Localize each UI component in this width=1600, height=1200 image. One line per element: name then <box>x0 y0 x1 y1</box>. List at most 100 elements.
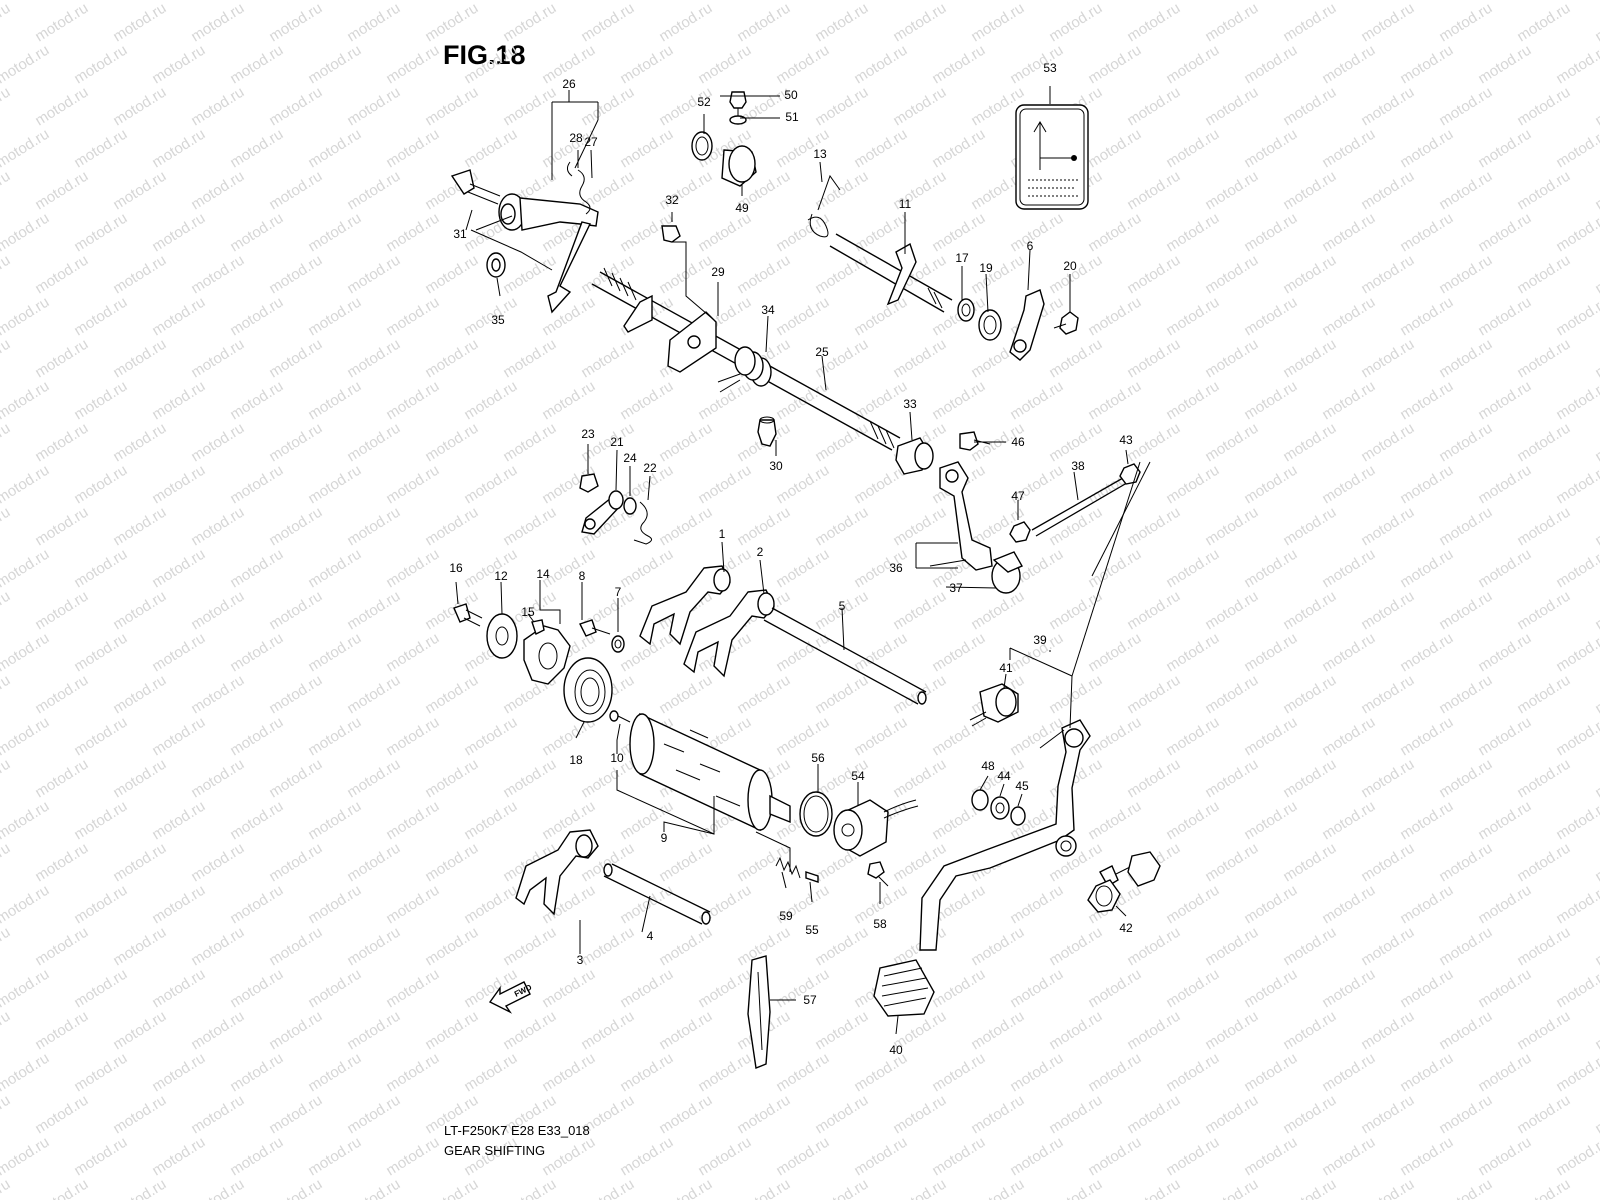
watermark-text: motod.ru <box>1436 504 1495 550</box>
watermark-text: motod.ru <box>149 210 208 256</box>
watermark-text: motod.ru <box>1046 924 1105 970</box>
watermark-text: motod.ru <box>1553 126 1600 172</box>
watermark-text: motod.ru <box>1085 1134 1144 1180</box>
watermark-text: motod.ru <box>1007 42 1066 88</box>
watermark-text: motod.ru <box>1202 504 1261 550</box>
watermark-text: motod.ru <box>1202 756 1261 802</box>
watermark-text: motod.ru <box>1241 546 1300 592</box>
watermark-text: motod.ru <box>1358 1092 1417 1138</box>
watermark-text: motod.ru <box>1592 0 1600 45</box>
callout-52: 52 <box>697 95 711 109</box>
watermark-text: motod.ru <box>1007 882 1066 928</box>
watermark-text: motod.ru <box>422 168 481 214</box>
watermark-text: motod.ru <box>1085 966 1144 1012</box>
watermark-text: motod.ru <box>1319 126 1378 172</box>
watermark-text: motod.ru <box>0 588 13 634</box>
watermark-text: motod.ru <box>422 588 481 634</box>
watermark-text: motod.ru <box>1124 1008 1183 1054</box>
watermark-text: motod.ru <box>227 798 286 844</box>
watermark-text: motod.ru <box>500 84 559 130</box>
watermark-text: motod.ru <box>734 672 793 718</box>
watermark-text: motod.ru <box>1436 0 1495 45</box>
watermark-text: motod.ru <box>110 168 169 214</box>
watermark-text: motod.ru <box>1241 1134 1300 1180</box>
watermark-text: motod.ru <box>227 966 286 1012</box>
watermark-text: motod.ru <box>1319 966 1378 1012</box>
gearshift-cam <box>609 710 791 832</box>
watermark-text: motod.ru <box>1475 378 1534 424</box>
watermark-text: motod.ru <box>344 672 403 718</box>
watermark-text: motod.ru <box>71 1134 130 1180</box>
watermark-text: motod.ru <box>1241 798 1300 844</box>
watermark-text: motod.ru <box>1085 1050 1144 1096</box>
watermark-text: motod.ru <box>71 210 130 256</box>
watermark-text: motod.ru <box>0 1050 52 1096</box>
watermark-text: motod.ru <box>422 84 481 130</box>
watermark-text: motod.ru <box>1514 504 1573 550</box>
watermark-text: motod.ru <box>1046 504 1105 550</box>
watermark-text: motod.ru <box>0 84 13 130</box>
watermark-text: motod.ru <box>578 1008 637 1054</box>
watermark-text: motod.ru <box>383 42 442 88</box>
callout-39: 39 <box>1033 633 1047 647</box>
watermark-text: motod.ru <box>1163 294 1222 340</box>
watermark-text: motod.ru <box>1358 1176 1417 1200</box>
watermark-text: motod.ru <box>110 504 169 550</box>
watermark-text: motod.ru <box>71 126 130 172</box>
watermark-text: motod.ru <box>1241 966 1300 1012</box>
watermark-text: motod.ru <box>32 168 91 214</box>
watermark-text: motod.ru <box>110 336 169 382</box>
watermark-text: motod.ru <box>149 798 208 844</box>
watermark-text: motod.ru <box>32 420 91 466</box>
watermark-text: motod.ru <box>0 252 13 298</box>
watermark-text: motod.ru <box>110 756 169 802</box>
watermark-text: motod.ru <box>929 630 988 676</box>
watermark-text: motod.ru <box>1436 756 1495 802</box>
watermark-text: motod.ru <box>1163 714 1222 760</box>
watermark-text: motod.ru <box>461 1050 520 1096</box>
watermark-text: motod.ru <box>188 1176 247 1200</box>
watermark-text: motod.ru <box>227 714 286 760</box>
watermark-text: motod.ru <box>851 714 910 760</box>
watermark-text: motod.ru <box>1436 924 1495 970</box>
watermark-text: motod.ru <box>344 924 403 970</box>
watermark-text: motod.ru <box>773 210 832 256</box>
watermark-text: motod.ru <box>1085 126 1144 172</box>
watermark-text: motod.ru <box>227 378 286 424</box>
watermark-text: motod.ru <box>1124 168 1183 214</box>
watermark-text: motod.ru <box>1202 924 1261 970</box>
watermark-text: motod.ru <box>149 1134 208 1180</box>
watermark-text: motod.ru <box>578 252 637 298</box>
watermark-text: motod.ru <box>1085 714 1144 760</box>
watermark-text: motod.ru <box>266 588 325 634</box>
watermark-text: motod.ru <box>188 168 247 214</box>
watermark-text: motod.ru <box>968 588 1027 634</box>
watermark-text: motod.ru <box>851 1134 910 1180</box>
watermark-text: motod.ru <box>773 1134 832 1180</box>
watermark-text: motod.ru <box>461 42 520 88</box>
callout-4: 4 <box>647 929 654 943</box>
watermark-text: motod.ru <box>1163 1134 1222 1180</box>
watermark-text: motod.ru <box>1124 1176 1183 1200</box>
watermark-text: motod.ru <box>32 504 91 550</box>
callout-23: 23 <box>581 427 595 441</box>
watermark-text: motod.ru <box>1124 588 1183 634</box>
watermark-text: motod.ru <box>383 378 442 424</box>
watermark-text: motod.ru <box>1514 0 1573 45</box>
watermark-text: motod.ru <box>383 798 442 844</box>
watermark-text: motod.ru <box>1007 714 1066 760</box>
watermark-text: motod.ru <box>1358 504 1417 550</box>
watermark-text: motod.ru <box>1124 0 1183 45</box>
watermark-text: motod.ru <box>1202 84 1261 130</box>
watermark-text: motod.ru <box>890 336 949 382</box>
watermark-text: motod.ru <box>1319 462 1378 508</box>
watermark-text: motod.ru <box>71 546 130 592</box>
watermark-text: motod.ru <box>305 630 364 676</box>
callout-34: 34 <box>761 303 775 317</box>
watermark-text: motod.ru <box>0 126 52 172</box>
callout-1: 1 <box>719 527 726 541</box>
watermark-text: motod.ru <box>1280 840 1339 886</box>
watermark-text: motod.ru <box>149 126 208 172</box>
watermark-text: motod.ru <box>0 924 13 970</box>
callout-28: 28 <box>569 131 583 145</box>
